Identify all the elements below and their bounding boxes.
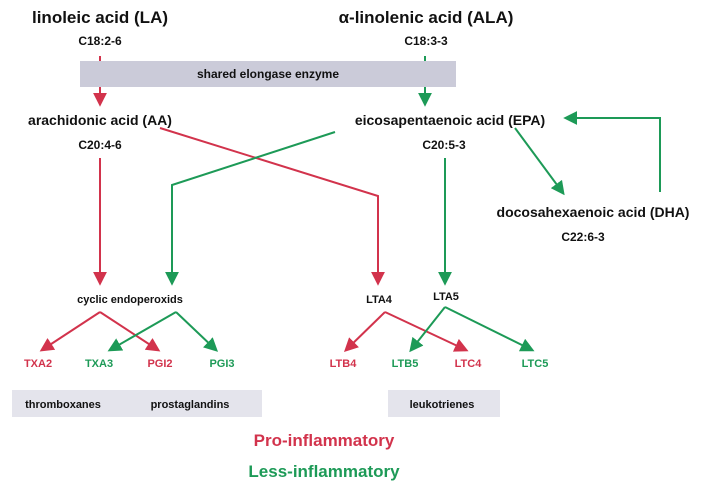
aa-name: arachidonic acid (AA) — [28, 112, 172, 128]
txa3-label: TXA3 — [85, 358, 113, 370]
ltb4-label: LTB4 — [330, 358, 358, 370]
arrow-cyclic-to-pgi2 — [99, 311, 161, 352]
arrow-lta5-to-ltb5 — [409, 306, 446, 353]
group-bar-thromboxanes-prostaglandins — [12, 390, 262, 417]
ltb5-label: LTB5 — [392, 358, 419, 370]
arrow-epa-to-dha — [514, 127, 565, 196]
legend-pro-inflammatory: Pro-inflammatory — [254, 431, 395, 450]
pgi3-label: PGI3 — [209, 358, 234, 370]
elongase-enzyme-label: shared elongase enzyme — [197, 67, 339, 81]
arrow-lta5-to-ltc5 — [444, 306, 535, 352]
dha-name: docosahexaenoic acid (DHA) — [497, 204, 690, 220]
group-bar-leukotrienes — [388, 390, 500, 417]
ltc5-label: LTC5 — [522, 358, 549, 370]
arrow-cyclic-to-txa3 — [107, 311, 177, 352]
elongase-enzyme-bar — [80, 61, 456, 87]
la-name: linoleic acid (LA) — [32, 8, 168, 27]
epa-code: C20:5-3 — [422, 138, 466, 152]
leukotrienes-label: leukotrienes — [410, 399, 475, 411]
epa-name: eicosapentaenoic acid (EPA) — [355, 112, 545, 128]
arrow-epa-to-cyclic — [165, 131, 336, 286]
pgi2-label: PGI2 — [147, 358, 172, 370]
ala-code: C18:3-3 — [404, 34, 448, 48]
arrow-lta4-to-ltb4 — [343, 311, 386, 352]
prostaglandins-label: prostaglandins — [151, 399, 230, 411]
txa2-label: TXA2 — [24, 358, 52, 370]
lta5-label: LTA5 — [433, 291, 459, 303]
ala-name: α-linolenic acid (ALA) — [339, 8, 514, 27]
la-code: C18:2-6 — [78, 34, 122, 48]
ltc4-label: LTC4 — [455, 358, 483, 370]
lta4-label: LTA4 — [366, 294, 393, 306]
thromboxanes-label: thromboxanes — [25, 399, 101, 411]
arrow-cyclic-to-pgi3 — [175, 311, 219, 352]
arrow-dha-to-epa — [563, 111, 661, 192]
legend-less-inflammatory: Less-inflammatory — [248, 462, 400, 481]
cyclic-endoperoxids-label: cyclic endoperoxids — [77, 294, 183, 306]
arrow-cyclic-to-txa2 — [39, 311, 101, 352]
aa-code: C20:4-6 — [78, 138, 122, 152]
arrow-aa-to-lta4 — [159, 127, 385, 286]
dha-code: C22:6-3 — [561, 230, 605, 244]
